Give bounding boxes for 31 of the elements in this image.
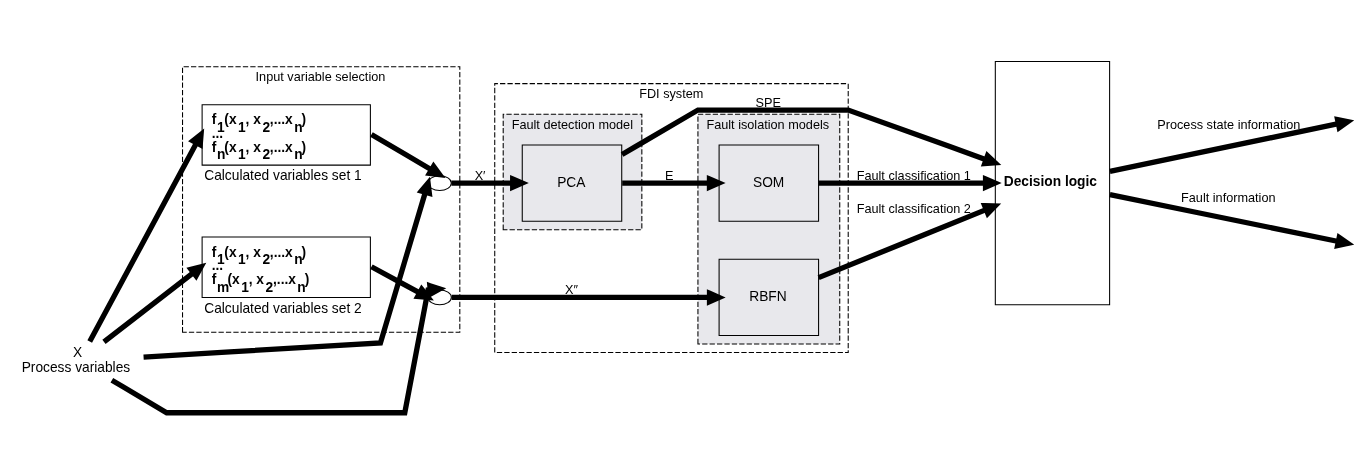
arrow <box>620 106 1002 166</box>
arrow <box>370 131 446 178</box>
edge-label: Fault classification 1 <box>856 168 971 183</box>
arrow <box>1109 115 1354 174</box>
arrow <box>110 281 447 415</box>
edge-label: Fault information <box>1181 190 1276 205</box>
node-text: X Process variables <box>21 344 131 375</box>
edge-label: SPE <box>755 94 781 109</box>
node-box: Decision logic <box>994 60 1111 305</box>
edge-label: Process state information <box>1157 117 1301 132</box>
node-circle <box>427 288 452 305</box>
edge-label: Fault classification 2 <box>856 201 971 216</box>
arrow <box>370 263 434 301</box>
node-box: PCA <box>521 144 623 222</box>
node-box: RBFN <box>718 258 820 336</box>
arrow <box>87 128 205 343</box>
arrow <box>102 262 207 344</box>
node-label: Calculated variables set 1 <box>204 167 362 183</box>
arrow <box>451 174 529 191</box>
arrow <box>451 288 726 306</box>
arrow <box>622 174 726 191</box>
edge-label: X′ <box>474 168 486 183</box>
edge-label: X″ <box>565 282 579 297</box>
node-circle <box>427 174 452 191</box>
arrow <box>817 202 1002 280</box>
arrow <box>818 174 1002 191</box>
arrow <box>1109 191 1354 249</box>
node-label: Calculated variables set 2 <box>204 300 362 316</box>
edge-label: E <box>665 168 674 183</box>
arrow <box>143 176 433 360</box>
node-box: SOM <box>718 144 820 222</box>
